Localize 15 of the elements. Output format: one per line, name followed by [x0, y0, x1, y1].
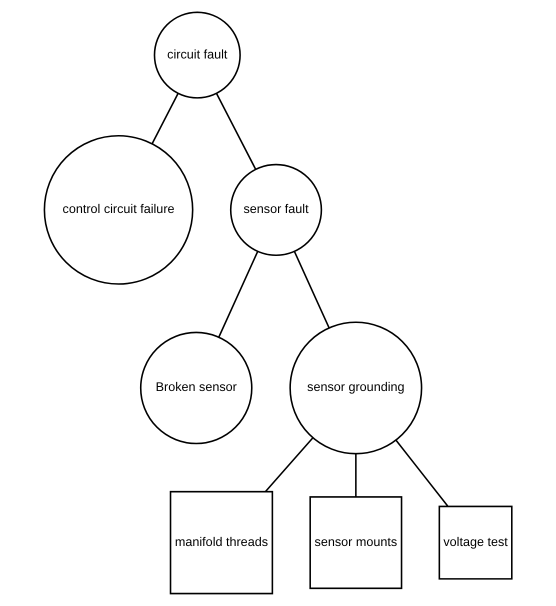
node-circle: sensor fault: [230, 164, 322, 256]
node-box: manifold threads: [170, 490, 274, 594]
node-circle: Broken sensor: [140, 332, 253, 444]
connector: [355, 454, 357, 497]
connector: [264, 438, 314, 492]
connector: [218, 250, 258, 338]
connector: [395, 440, 448, 507]
node-box: voltage test: [438, 506, 513, 580]
connector: [216, 93, 256, 170]
connector: [294, 250, 330, 328]
node-circle: circuit fault: [154, 12, 241, 99]
connector: [152, 93, 179, 144]
node-box: sensor mounts: [309, 496, 402, 590]
node-circle: control circuit failure: [44, 134, 194, 285]
node-circle: sensor grounding: [289, 321, 422, 454]
